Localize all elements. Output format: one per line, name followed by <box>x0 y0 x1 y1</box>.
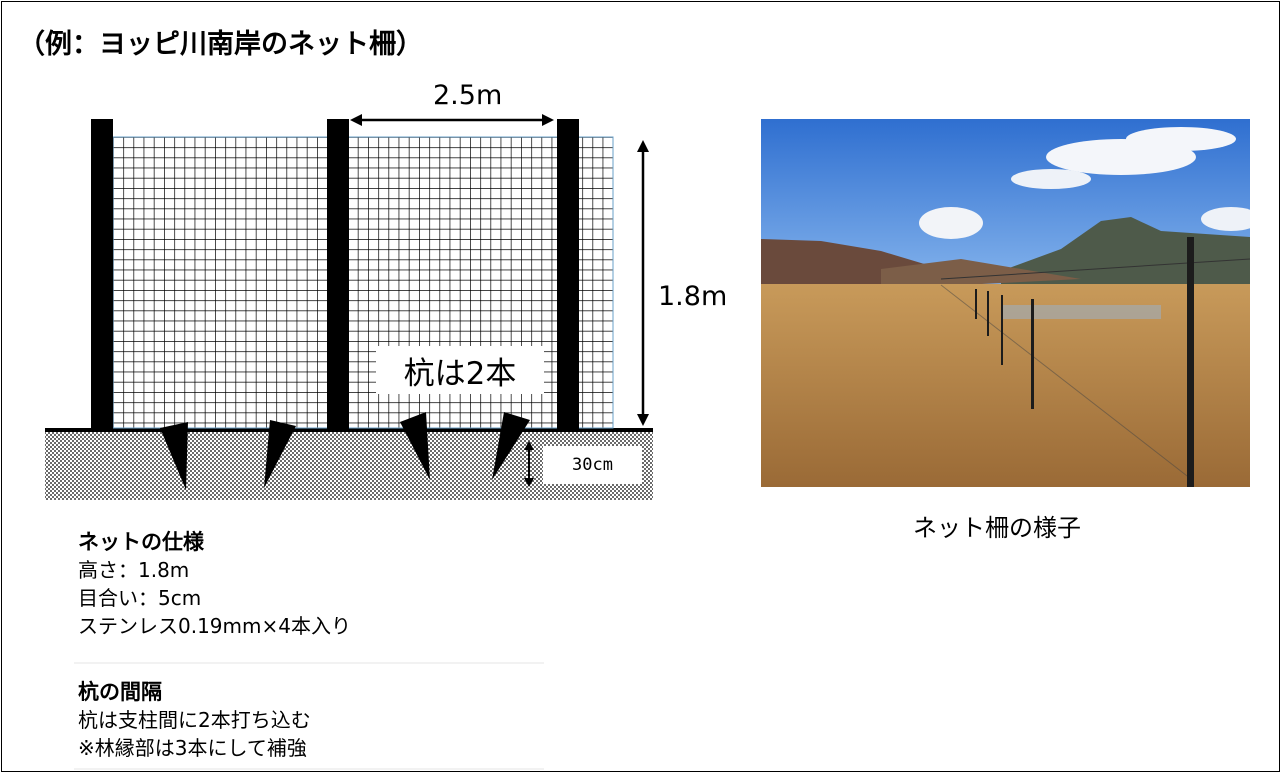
stake-2 <box>264 420 296 488</box>
net-spec-line: 目合い：5cm <box>78 586 202 610</box>
divider <box>74 768 544 770</box>
spacing-label: 2.5m <box>433 80 503 111</box>
stake-spec-line: ※林縁部は3本にして補強 <box>78 736 307 760</box>
stake-spec-heading: 杭の間隔 <box>78 680 162 704</box>
photo-caption: ネット柵の様子 <box>913 514 1081 542</box>
stake-count-label: 杭は2本 <box>376 346 544 394</box>
stake-4 <box>492 412 530 480</box>
height-label: 1.8m <box>658 281 728 312</box>
net-spec: ネットの仕様 高さ：1.8m 目合い：5cm ステンレス0.19mm×4本入り <box>78 528 351 640</box>
stake-spec-line: 杭は支柱間に2本打ち込む <box>78 708 311 732</box>
divider <box>74 662 544 664</box>
stake-3 <box>400 412 430 480</box>
fence-photo <box>761 119 1250 487</box>
post-middle <box>327 119 349 429</box>
net-spec-heading: ネットの仕様 <box>78 530 204 554</box>
stake-1 <box>160 422 188 490</box>
post-left <box>91 119 113 429</box>
net-spec-line: 高さ：1.8m <box>78 558 190 582</box>
stake-spec: 杭の間隔 杭は支柱間に2本打ち込む ※林縁部は3本にして補強 <box>78 678 311 762</box>
depth-label: 30cm <box>543 446 642 484</box>
page-title: （例：ヨッピ川南岸のネット柵） <box>18 29 423 60</box>
net-spec-line: ステンレス0.19mm×4本入り <box>78 614 351 638</box>
post-right <box>557 119 579 429</box>
